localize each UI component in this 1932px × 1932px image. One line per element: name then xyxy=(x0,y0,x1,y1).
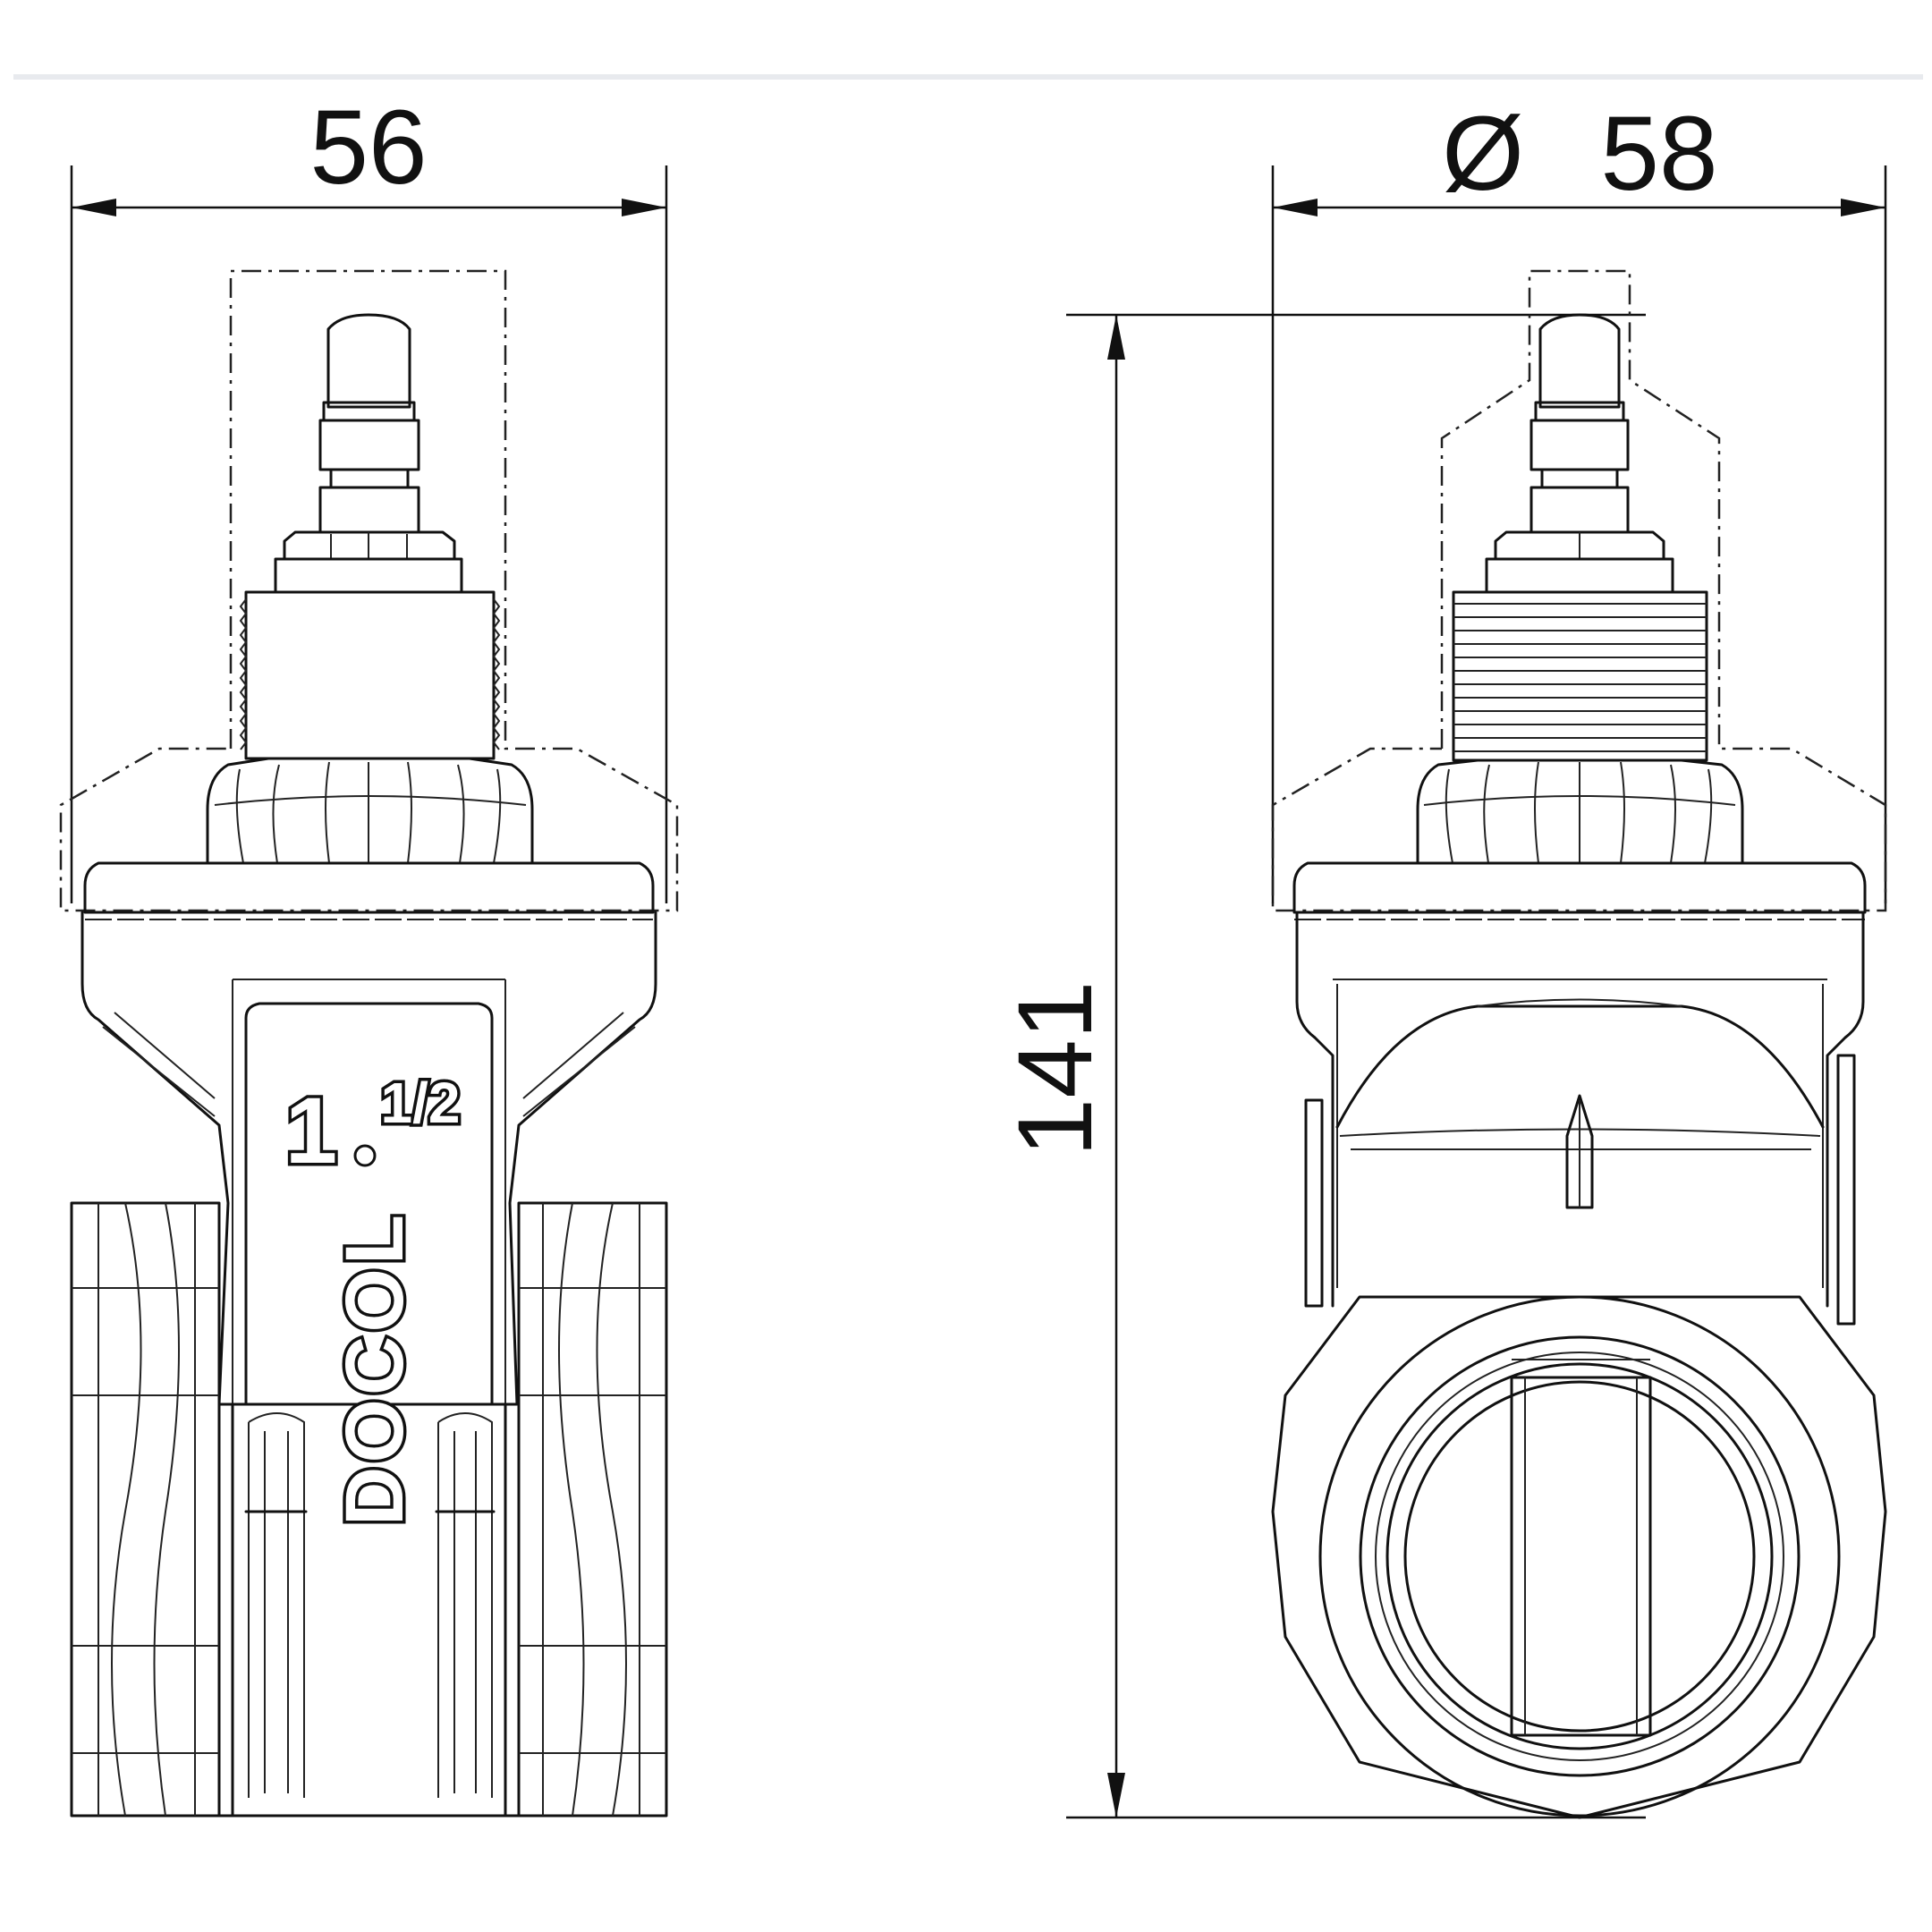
diameter-dimension-label: 58 xyxy=(1600,95,1717,213)
size-marking-whole: 1 xyxy=(285,1079,337,1183)
valve-side-view xyxy=(1271,269,1887,1819)
end-connection-left xyxy=(70,1201,221,1818)
stem-cap xyxy=(326,313,411,409)
dimension-width: 56 xyxy=(70,89,668,903)
brand-marking: DOCOL xyxy=(329,1211,420,1526)
body-flange xyxy=(83,861,655,914)
threaded-bonnet-side xyxy=(1452,590,1708,762)
stem-cap-side xyxy=(1538,313,1621,409)
diameter-symbol: Ø xyxy=(1442,95,1524,213)
width-dimension-label: 56 xyxy=(309,89,427,207)
stem xyxy=(318,419,420,471)
port-bore xyxy=(1403,1380,1756,1733)
end-connection-hex xyxy=(1271,1295,1887,1819)
stem-side xyxy=(1530,419,1630,471)
dimension-height: 141 xyxy=(996,313,1646,1819)
size-marking-dot xyxy=(353,1144,377,1167)
bonnet-dome-side xyxy=(1416,758,1744,865)
dimension-diameter: Ø 58 xyxy=(1271,95,1887,903)
end-connection-right xyxy=(517,1201,668,1818)
size-marking-fraction: 1/2 xyxy=(381,1071,461,1135)
body-flange-side xyxy=(1292,861,1867,914)
phantom-outline-side xyxy=(1271,269,1887,912)
valve-front-view: 1 1/2 DOCOL xyxy=(59,269,679,1818)
height-dimension-label: 141 xyxy=(996,981,1114,1157)
marking-panel xyxy=(244,1002,494,1406)
bonnet-dome xyxy=(206,757,534,865)
port-inner-ring xyxy=(1385,1362,1774,1750)
gate-pointer xyxy=(1565,1094,1594,1209)
threaded-bonnet xyxy=(244,590,496,760)
port-outer-ring xyxy=(1318,1295,1841,1818)
gate-disc xyxy=(1510,1376,1652,1737)
phantom-outline xyxy=(59,269,679,912)
